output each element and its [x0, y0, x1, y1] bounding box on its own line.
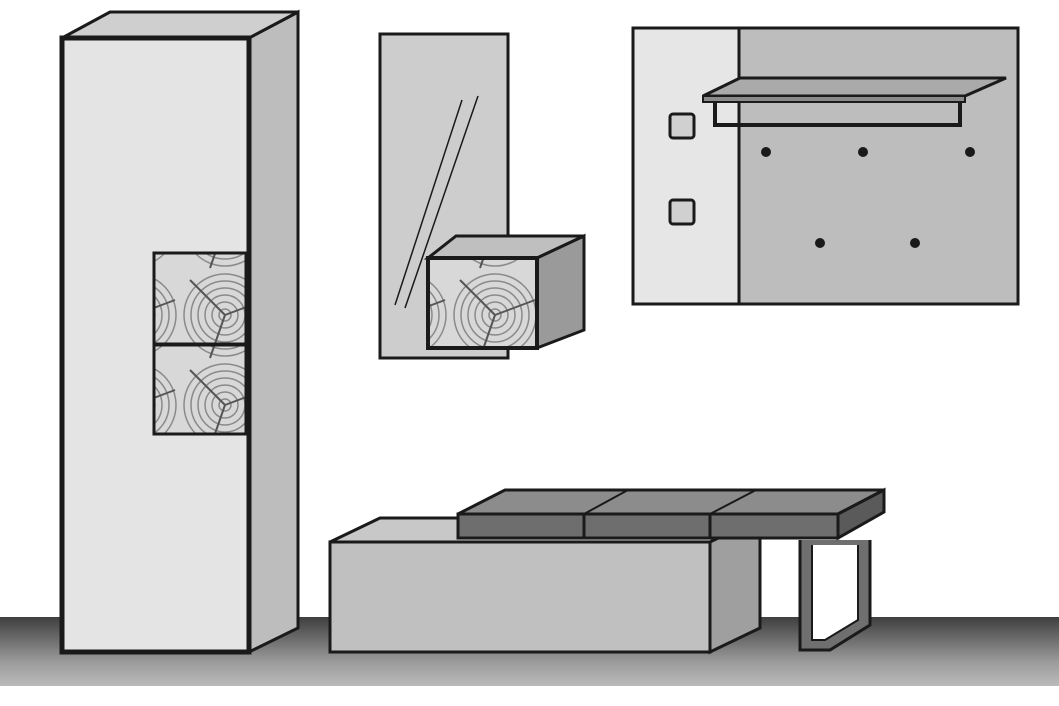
cushion-seam	[709, 489, 757, 515]
bench-leg-inner	[811, 545, 859, 641]
floor-white-base	[0, 686, 1059, 706]
coat-hook	[858, 147, 868, 157]
mirror-reflection-line	[404, 95, 479, 309]
bench-cushion-end	[836, 487, 886, 541]
bench-cushion	[708, 512, 840, 540]
tall-cabinet-side	[247, 9, 300, 655]
coat-hook	[815, 238, 825, 248]
coat-rack-panel	[631, 26, 1020, 306]
mirror-reflection-line	[394, 99, 463, 306]
wall-knob	[668, 198, 696, 226]
wall-cube-shelf	[423, 233, 586, 351]
bench	[328, 487, 886, 655]
coat-hook	[761, 147, 771, 157]
tall-cabinet	[59, 9, 300, 655]
hat-shelf-front	[702, 95, 966, 103]
cabinet-grain-panel-lower	[152, 343, 248, 436]
bench-cushions-top	[457, 488, 885, 516]
hat-shelf-top	[702, 76, 1007, 98]
bench-cushion	[582, 512, 712, 540]
cube-grain-front	[426, 256, 539, 350]
wall-knob	[668, 112, 696, 140]
bench-base-front	[328, 540, 712, 654]
cushion-seam	[583, 489, 629, 515]
bench-cushion	[456, 512, 586, 540]
cabinet-grain-panel-upper	[152, 251, 248, 346]
coat-hook	[910, 238, 920, 248]
hat-shelf-rail	[713, 102, 962, 127]
coat-hook	[965, 147, 975, 157]
coat-panel-light-section	[631, 26, 741, 306]
